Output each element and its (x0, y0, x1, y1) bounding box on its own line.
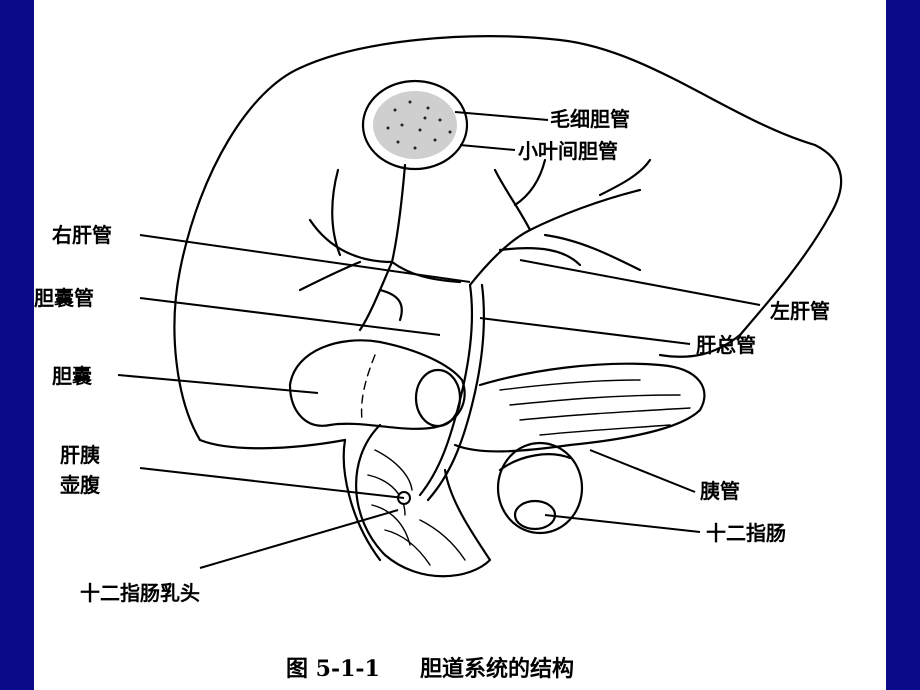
gallbladder-shape (288, 339, 466, 430)
label-duodenum: 十二指肠 (706, 521, 786, 545)
label-ampulla-line2: 壶腹 (60, 473, 101, 497)
label-duodenal-papilla: 十二指肠乳头 (80, 581, 200, 605)
duodenum-folds (367, 449, 466, 566)
figure-title: 胆道系统的结构 (420, 656, 574, 682)
pancreas-texture (499, 379, 691, 436)
label-capillary-bile-duct: 毛细胆管 (550, 107, 630, 131)
liver-lower-edge (342, 438, 382, 562)
label-cystic-duct: 胆囊管 (34, 286, 94, 310)
label-right-hepatic-duct: 右肝管 (52, 223, 112, 247)
lobule-dots (386, 100, 452, 150)
label-ampulla-line1: 肝胰 (60, 443, 100, 467)
label-common-hepatic-duct: 肝总管 (696, 333, 756, 357)
figure-number: 图 5-1-1 (286, 656, 380, 682)
leader-lines (117, 111, 761, 569)
label-left-hepatic-duct: 左肝管 (770, 299, 830, 323)
biliary-tree (298, 158, 652, 332)
label-interlobular-bile-duct: 小叶间胆管 (518, 139, 618, 163)
pancreas-shape (453, 362, 706, 453)
duodenum-shape (355, 423, 492, 578)
cystic-junction-ring (414, 368, 462, 428)
liver-outline (173, 35, 843, 450)
hepatic-lobule (361, 79, 469, 171)
label-pancreatic-duct: 胰管 (700, 479, 740, 503)
duodenum-lumen (496, 441, 584, 535)
label-gallbladder: 胆囊 (52, 364, 92, 388)
lobule-texture (373, 91, 457, 159)
